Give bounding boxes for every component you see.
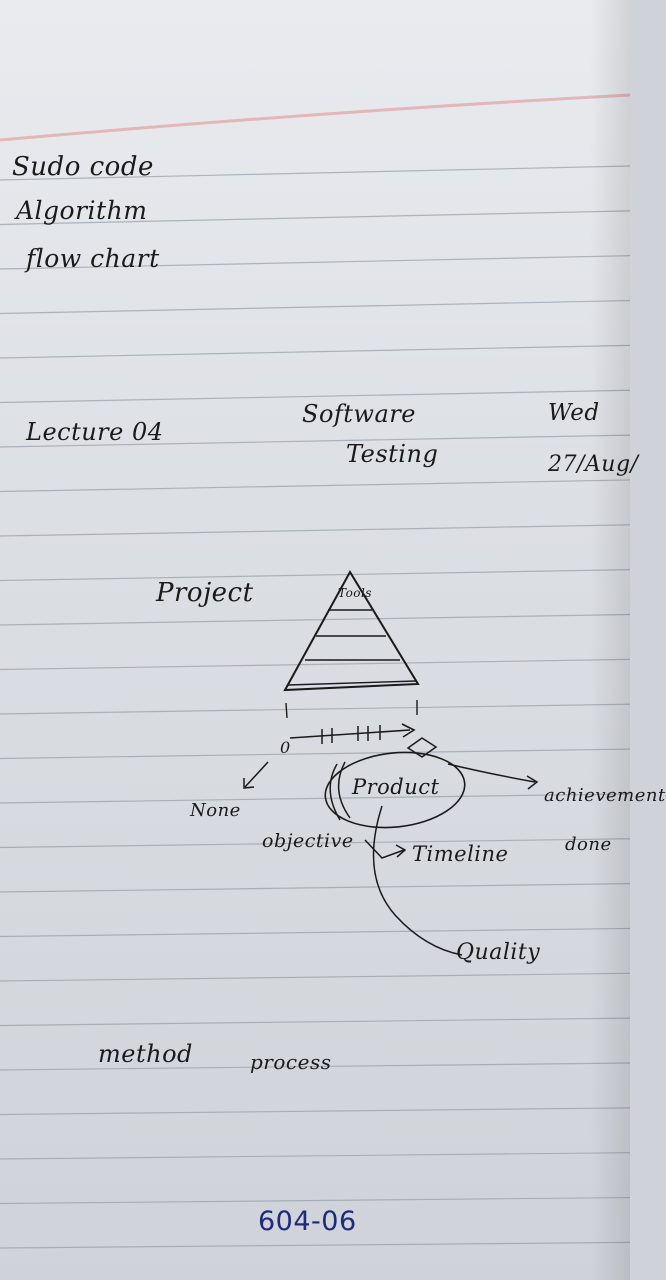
timeline-arrow-line <box>289 729 411 739</box>
product-inner-arc <box>329 763 341 821</box>
rule-line <box>0 793 631 804</box>
none-label: None <box>190 800 241 821</box>
topic-algorithm: Algorithm <box>16 196 148 225</box>
topic-pseudo-code: Sudo code <box>12 152 154 182</box>
margin-line <box>0 93 631 142</box>
timeline-ticks <box>321 725 381 744</box>
pyramid-apex-label: Tools <box>338 586 373 600</box>
arrow-to-achievement <box>447 763 536 783</box>
day-label: Wed <box>548 400 600 426</box>
rule-line <box>0 569 631 582</box>
rule-line <box>0 434 631 448</box>
rule-line <box>0 927 631 938</box>
arrow-to-timeline <box>364 839 405 859</box>
timeline-arrowhead <box>401 723 416 738</box>
page-number-stamp: 604-06 <box>258 1206 357 1237</box>
rule-line <box>0 1017 631 1027</box>
method-label: method <box>98 1040 193 1068</box>
rule-line <box>0 1062 631 1071</box>
timeline-label: Timeline <box>412 842 509 866</box>
product-ellipse <box>324 751 466 829</box>
done-label: done <box>565 834 612 855</box>
pyramid-outline <box>283 570 420 692</box>
arrow-to-none <box>244 761 269 788</box>
arrow-to-achievement-head <box>526 775 539 790</box>
rule-line <box>0 1152 631 1160</box>
product-inner-arc <box>337 761 351 819</box>
rule-line <box>0 748 631 760</box>
rule-line <box>0 838 631 849</box>
rule-line <box>0 479 631 493</box>
rule-line <box>0 1241 631 1249</box>
project-label: Project <box>156 578 254 608</box>
topic-flow-chart: flow chart <box>26 244 160 273</box>
subject-software: Software <box>302 400 416 428</box>
achievement-label: achievement <box>544 785 666 806</box>
pyramid-diagram <box>243 570 539 956</box>
rule-line <box>0 613 631 626</box>
curve-to-quality <box>372 805 463 956</box>
rule-line <box>0 658 631 671</box>
rule-line <box>0 972 631 982</box>
lecture-label: Lecture 04 <box>26 418 164 446</box>
arrow-to-timeline-head <box>395 844 407 858</box>
objective-label: objective <box>262 830 354 852</box>
quality-label: Quality <box>456 940 541 965</box>
process-label: process <box>250 1050 332 1074</box>
rule-line <box>0 1107 631 1116</box>
date-label: 27/Aug/ <box>548 452 639 477</box>
ruled-lines <box>0 93 631 1249</box>
arrow-to-none-head <box>243 778 255 789</box>
left-bound-mark <box>285 702 288 719</box>
subject-testing: Testing <box>346 440 439 468</box>
zero-mark: 0 <box>280 738 291 757</box>
rule-line <box>0 524 631 537</box>
diamond-shape <box>406 737 438 758</box>
rule-line <box>0 703 631 715</box>
rule-line <box>0 1196 631 1205</box>
pyramid-base-underline <box>287 680 417 686</box>
rule-line <box>0 883 631 893</box>
product-label: Product <box>352 775 440 799</box>
